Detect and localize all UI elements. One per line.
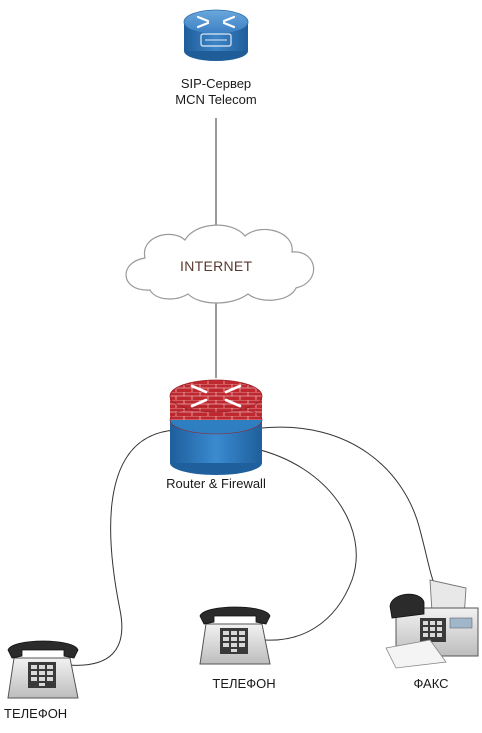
- phone-middle-label: ТЕЛЕФОН: [212, 676, 276, 691]
- telephone-middle-icon: [199, 606, 271, 665]
- sip-server-label: SIP-Сервер MCN Telecom: [150, 76, 282, 108]
- sip-server-label-line2: MCN Telecom: [175, 92, 257, 107]
- fax-label: ФАКС: [413, 676, 449, 691]
- router-label: Router & Firewall: [166, 476, 266, 491]
- sip-server-label-line1: SIP-Сервер: [180, 76, 252, 91]
- telephone-left-icon: [7, 640, 79, 699]
- sip-server-icon: [183, 9, 249, 61]
- fax-machine-icon: [385, 579, 479, 669]
- link-router-phone-middle: [251, 447, 357, 641]
- phone-left-label: ТЕЛЕФОН: [4, 706, 68, 721]
- internet-label: INTERNET: [180, 258, 253, 274]
- router-firewall-icon: [169, 379, 263, 475]
- internet-cloud-icon: [125, 224, 315, 304]
- connections: [67, 118, 437, 666]
- link-router-phone-left: [67, 429, 177, 666]
- link-router-fax: [261, 426, 437, 589]
